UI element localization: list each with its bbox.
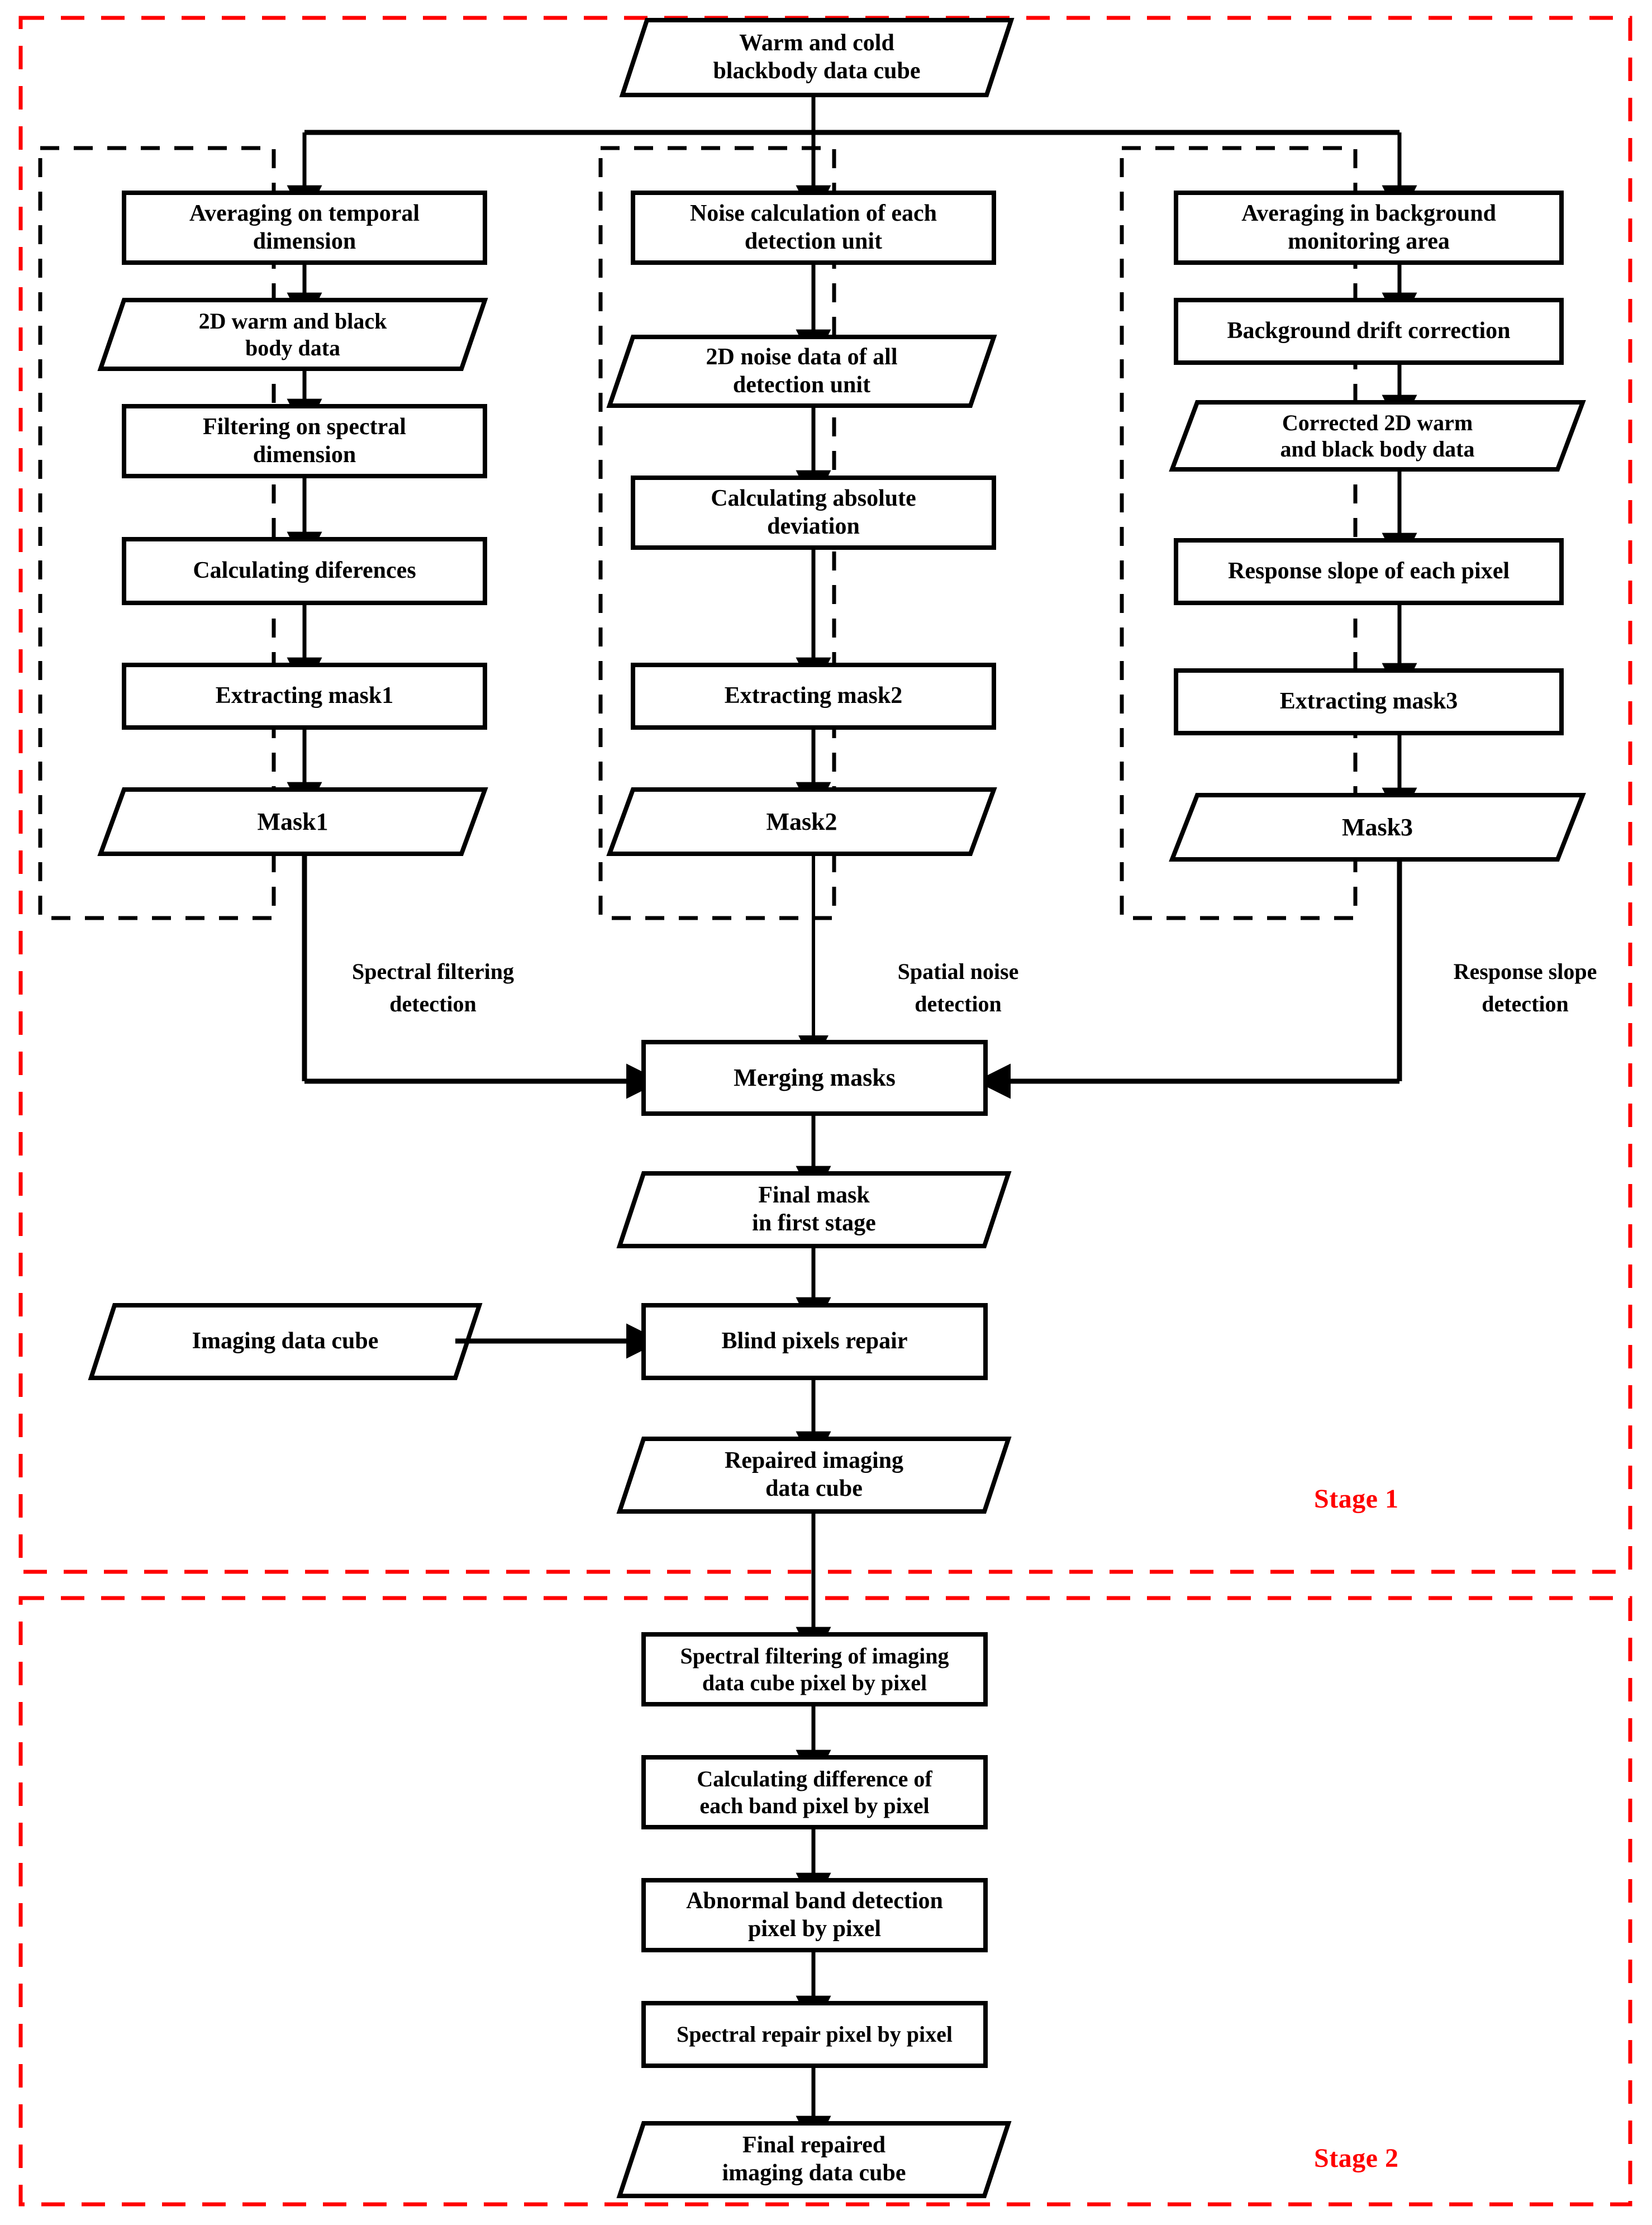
node-shape-col3-n2 xyxy=(1174,298,1564,365)
node-shape-col3-n4 xyxy=(1174,538,1564,605)
node-shape-imaging-cube xyxy=(88,1303,483,1380)
node-shape-final-mask xyxy=(616,1171,1012,1248)
branch-label-spectral-filtering: Spectral filtering detection xyxy=(352,959,514,1016)
node-shape-col3-n3 xyxy=(1169,400,1586,472)
stage2-boundary xyxy=(18,1596,1632,2207)
node-shape-col1-n5 xyxy=(122,663,487,730)
branch-label-response-slope: Response slope detection xyxy=(1453,959,1597,1016)
group-response-slope xyxy=(1120,146,1358,920)
node-shape-col3-n5 xyxy=(1174,668,1564,735)
node-shape-col1-n3 xyxy=(122,404,487,478)
node-shape-blind-repair xyxy=(641,1303,988,1380)
node-shape-col1-n6 xyxy=(97,787,488,856)
branch-label-spatial-noise: Spatial noise detection xyxy=(897,959,1019,1016)
stage-2-label: Stage 2 xyxy=(1314,2143,1399,2173)
node-shape-col3-n6 xyxy=(1169,793,1586,862)
node-shape-col2-n4 xyxy=(631,663,996,730)
node-shape-s2-n2 xyxy=(641,1755,988,1829)
group-spectral-filtering xyxy=(38,146,276,920)
stage-1-label: Stage 1 xyxy=(1314,1484,1399,1514)
node-shape-merge xyxy=(641,1040,988,1116)
node-shape-repaired-cube xyxy=(616,1437,1012,1514)
node-shape-s2-n4 xyxy=(641,2001,988,2068)
node-shape-col1-n2 xyxy=(97,298,488,371)
node-shape-col2-n3 xyxy=(631,476,996,550)
node-shape-col2-n1 xyxy=(631,191,996,265)
node-shape-s2-n1 xyxy=(641,1632,988,1706)
node-shape-col2-n5 xyxy=(606,787,997,856)
node-shape-col1-n4 xyxy=(122,537,487,605)
node-shape-s2-n5 xyxy=(616,2121,1012,2198)
node-shape-s2-n3 xyxy=(641,1878,988,1952)
node-shape-col3-n1 xyxy=(1174,191,1564,265)
node-shape-input-blackbody xyxy=(619,18,1015,97)
node-shape-col1-n1 xyxy=(122,191,487,265)
node-shape-col2-n2 xyxy=(606,335,997,408)
